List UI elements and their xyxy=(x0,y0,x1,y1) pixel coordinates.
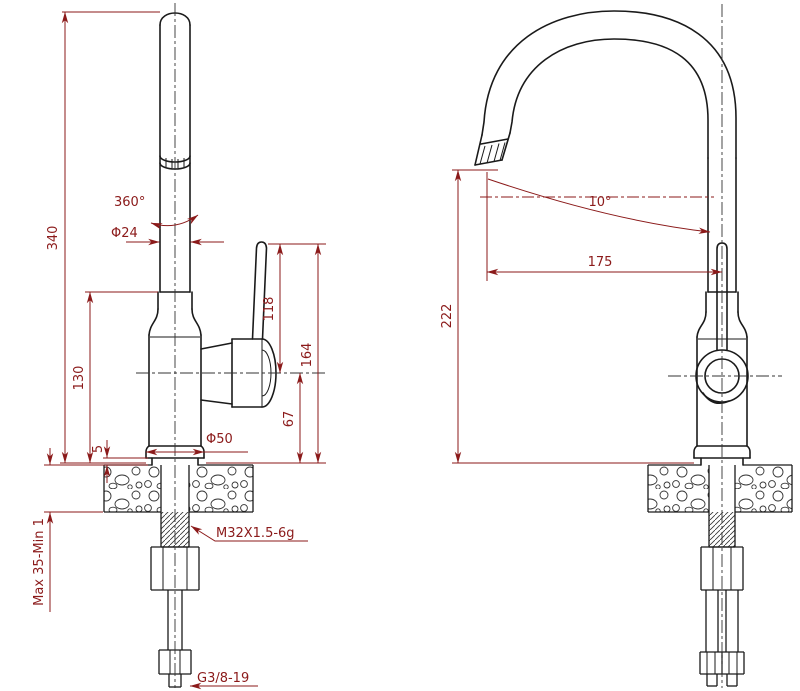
dim-spray-angle-label: 10° xyxy=(588,195,611,210)
dim-base-gap-label: 5 xyxy=(91,445,106,453)
centerlines xyxy=(136,3,782,688)
dim-handle-length-label: 118 xyxy=(262,297,277,322)
dim-rotation-label: 360° xyxy=(114,195,145,210)
dim-body-height-label: 130 xyxy=(72,366,87,391)
dim-spout-diameter-label: Φ24 xyxy=(111,226,138,241)
dim-base-diameter-label: Φ50 xyxy=(206,432,233,447)
dimension-labels: 340 130 5 Max 35-Min 1 360° Φ24 118 67 1… xyxy=(32,195,612,686)
dim-handle-top-height-label: 164 xyxy=(300,343,315,368)
dim-outlet-height-label: 222 xyxy=(440,304,455,329)
right-view-shank-assembly xyxy=(699,512,745,687)
right-view-countertop xyxy=(647,464,793,513)
dim-handle-center-height-label: 67 xyxy=(282,411,297,428)
right-view-dimension-lines xyxy=(452,169,723,464)
dim-shank-thread-label: M32X1.5-6g xyxy=(216,526,295,541)
left-view-countertop xyxy=(103,464,254,513)
dim-spout-reach-label: 175 xyxy=(588,255,613,270)
dim-mounting-range-label: Max 35-Min 1 xyxy=(32,518,47,606)
left-view-dimension-lines xyxy=(44,11,326,690)
dim-inlet-thread-label: G3/8-19 xyxy=(197,671,249,686)
dim-total-height-label: 340 xyxy=(46,226,61,251)
